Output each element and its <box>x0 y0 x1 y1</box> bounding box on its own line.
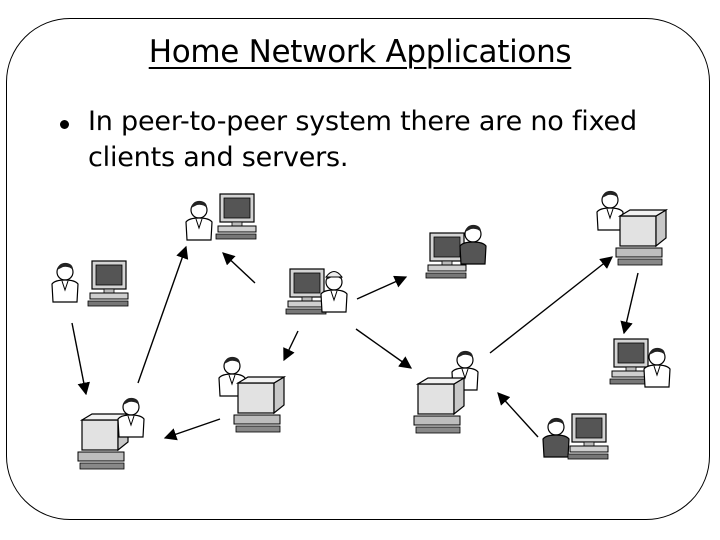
arrow-center-to-center-bottom <box>283 330 299 362</box>
arrow-top-right-to-right <box>620 272 639 335</box>
peer-left-man <box>51 260 129 307</box>
arrow-bottom-right-to-glasses <box>497 392 539 438</box>
peer-center-bottom-woman <box>218 356 285 433</box>
connection-arrows <box>71 245 639 441</box>
bullet-text: In peer-to-peer system there are no fixe… <box>88 106 637 173</box>
arrow-center-bottom-to-bottom-left <box>163 418 221 441</box>
peer-bottom-left-woman <box>77 397 145 470</box>
arrow-glasses-to-top-right <box>489 256 613 354</box>
arrow-center-to-glasses <box>355 328 413 369</box>
slide-title: Home Network Applications <box>148 34 572 70</box>
peer-top-middle-man <box>425 224 487 279</box>
peer-center-glasses-man <box>413 350 479 434</box>
peer-center-hardhat <box>285 268 348 315</box>
peer-top-left-woman <box>185 193 257 241</box>
peer-bottom-right-man <box>542 413 609 460</box>
arrow-center-to-top-left <box>222 252 256 284</box>
arrow-center-to-top-middle <box>356 275 408 300</box>
peer-top-right-woman <box>596 190 667 266</box>
arrow-left-to-bottom-left <box>71 322 90 396</box>
peer-right-woman <box>609 338 671 388</box>
bullet-dot-icon <box>60 120 69 129</box>
slide-frame <box>6 18 710 520</box>
arrow-bottom-left-to-top-left <box>137 245 189 384</box>
